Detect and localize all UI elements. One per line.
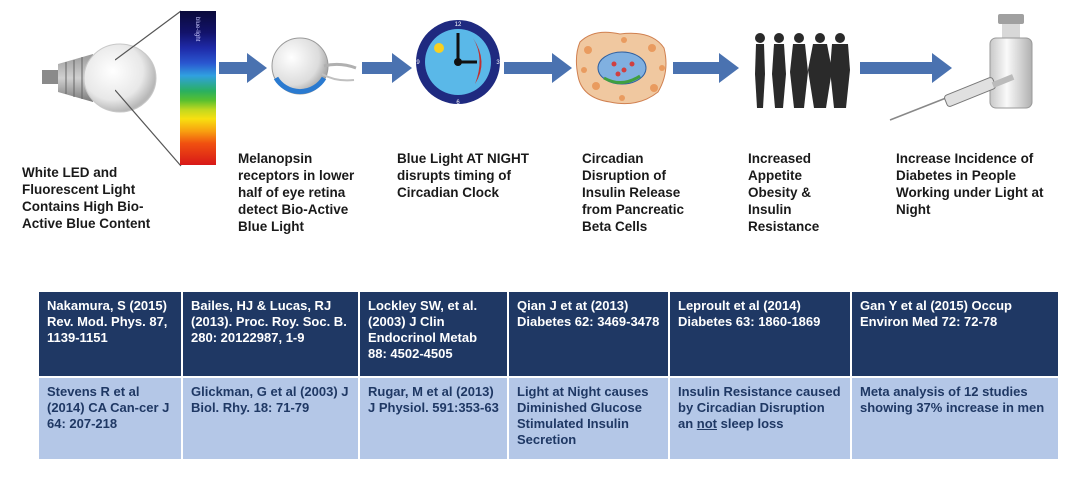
svg-text:9: 9 bbox=[416, 60, 420, 66]
svg-text:3: 3 bbox=[496, 60, 500, 66]
reference-cell: Insulin Resistance caused by Circadian D… bbox=[669, 376, 852, 459]
finding-text: Insulin Resistance caused by Circadian D… bbox=[678, 384, 841, 431]
arrow-4 bbox=[673, 53, 739, 83]
arrow-1 bbox=[219, 53, 267, 83]
reference-cell: Gan Y et al (2015) Occup Environ Med 72:… bbox=[851, 292, 1058, 377]
caption-pancreas: Circadian Disruption of Insulin Release … bbox=[582, 151, 685, 234]
pancreas-cells-icon bbox=[575, 31, 667, 105]
projection-lines bbox=[115, 10, 182, 167]
reference-cell: Lockley SW, et al. (2003) J Clin Endocri… bbox=[359, 292, 509, 377]
reference-row-top: Nakamura, S (2015) Rev. Mod. Phys. 87, 1… bbox=[39, 292, 1058, 377]
caption-obesity: Increased Appetite Obesity & Insulin Res… bbox=[748, 151, 820, 234]
reference-cell: Nakamura, S (2015) Rev. Mod. Phys. 87, 1… bbox=[39, 292, 183, 377]
arrow-3 bbox=[504, 53, 572, 83]
spectrum-bar: blue-light bbox=[180, 11, 216, 165]
caption-clock: Blue Light AT NIGHT disrupts timing of C… bbox=[397, 151, 529, 200]
reference-cell: Leproult et al (2014) Diabetes 63: 1860-… bbox=[669, 292, 852, 377]
body-silhouettes-icon bbox=[755, 33, 850, 108]
reference-cell: Glickman, G et al (2003) J Biol. Rhy. 18… bbox=[182, 376, 360, 459]
svg-text:12: 12 bbox=[455, 22, 462, 28]
caption-diabetes: Increase Incidence of Diabetes in People… bbox=[896, 151, 1044, 217]
reference-cell: Rugar, M et al (2013) J Physiol. 591:353… bbox=[359, 376, 509, 459]
reference-table: Nakamura, S (2015) Rev. Mod. Phys. 87, 1… bbox=[39, 292, 1058, 459]
caption-eye: Melanopsin receptors in lower half of ey… bbox=[238, 151, 355, 234]
svg-text:6: 6 bbox=[456, 100, 460, 106]
spectrum-label: blue-light bbox=[194, 17, 200, 42]
reference-cell: Qian J et at (2013) Diabetes 62: 3469-34… bbox=[508, 292, 670, 377]
clock-icon: 12 3 6 9 bbox=[416, 20, 500, 106]
reference-cell: Meta analysis of 12 studies showing 37% … bbox=[851, 376, 1058, 459]
finding-text-end: sleep loss bbox=[717, 416, 784, 431]
eye-icon bbox=[271, 37, 357, 95]
finding-emphasis: not bbox=[696, 416, 718, 431]
arrow-5 bbox=[860, 53, 952, 83]
reference-cell: Bailes, HJ & Lucas, RJ (2013). Proc. Roy… bbox=[182, 292, 360, 377]
reference-cell: Light at Night causes Diminished Glucose… bbox=[508, 376, 670, 459]
caption-led: White LED and Fluorescent Light Contains… bbox=[22, 165, 151, 231]
insulin-vial-syringe-icon bbox=[889, 14, 1033, 121]
led-bulb-icon bbox=[42, 43, 157, 113]
reference-cell: Stevens R et al (2014) CA Can-cer J 64: … bbox=[39, 376, 183, 459]
reference-row-bottom: Stevens R et al (2014) CA Can-cer J 64: … bbox=[39, 376, 1058, 459]
arrow-2 bbox=[362, 53, 412, 83]
